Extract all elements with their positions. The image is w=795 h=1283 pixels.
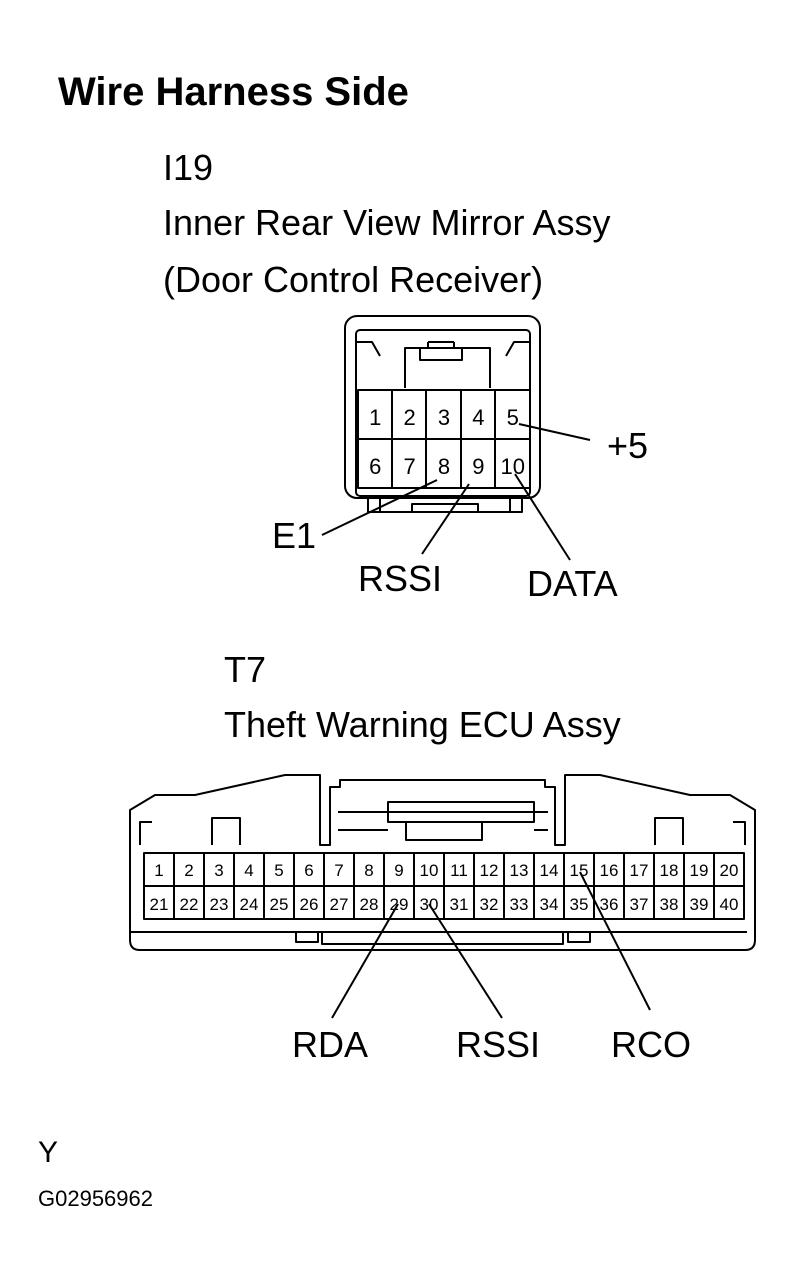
i19-callout-plus5: +5 [607,425,649,466]
t7-pin-grid [143,852,745,920]
t7-pin-18: 18 [660,861,679,880]
t7-pin-26: 26 [300,895,319,914]
i19-pin-grid [357,389,531,489]
t7-callout-rda: RDA [292,1024,369,1065]
i19-pin-3: 3 [438,405,450,430]
t7-callout-rco: RCO [611,1024,691,1065]
i19-connector-subname: (Door Control Receiver) [163,259,544,300]
t7-callout-rssi: RSSI [456,1024,541,1065]
i19-callout-data: DATA [527,563,618,604]
t7-pin-28: 28 [360,895,379,914]
t7-pin-20: 20 [720,861,739,880]
t7-pin-40: 40 [720,895,739,914]
i19-leader-lines [321,423,591,561]
i19-connector-code: I19 [163,147,214,188]
t7-pin-29: 29 [390,895,409,914]
t7-pin-2: 2 [184,861,193,880]
t7-pin-19: 19 [690,861,709,880]
t7-pin-23: 23 [210,895,229,914]
t7-pin-14: 14 [540,861,559,880]
t7-pin-33: 33 [510,895,529,914]
t7-pin-32: 32 [480,895,499,914]
t7-pin-34: 34 [540,895,559,914]
t7-pin-3: 3 [214,861,223,880]
t7-pin-1: 1 [154,861,163,880]
t7-pin-25: 25 [270,895,289,914]
t7-pin-39: 39 [690,895,709,914]
footer-letter: Y [38,1136,59,1169]
t7-pin-38: 38 [660,895,679,914]
i19-pin-1: 1 [369,405,381,430]
t7-pin-17: 17 [630,861,649,880]
t7-connector-name: Theft Warning ECU Assy [224,704,621,745]
t7-pin-5: 5 [274,861,283,880]
t7-pin-11: 11 [450,861,468,880]
t7-connector-code: T7 [224,649,267,690]
t7-pin-13: 13 [510,861,529,880]
page-title: Wire Harness Side [58,70,409,114]
t7-pin-30: 30 [420,895,439,914]
t7-pin-21: 21 [150,895,169,914]
t7-pin-27: 27 [330,895,349,914]
t7-pin-12: 12 [480,861,499,880]
t7-pin-36: 36 [600,895,619,914]
i19-pin-8: 8 [438,454,450,479]
t7-pin-35: 35 [570,895,589,914]
t7-pin-24: 24 [240,895,259,914]
i19-pin-2: 2 [403,405,415,430]
i19-callout-rssi: RSSI [358,558,443,599]
t7-pin-4: 4 [244,861,253,880]
t7-connector-body [129,774,756,951]
t7-pin-16: 16 [600,861,619,880]
t7-pin-15: 15 [570,861,589,880]
figure-id: G02956962 [38,1186,153,1211]
t7-pin-7: 7 [334,861,343,880]
t7-pin-10: 10 [420,861,439,880]
t7-pin-8: 8 [364,861,373,880]
i19-callout-e1: E1 [272,515,317,556]
t7-pin-6: 6 [304,861,313,880]
t7-pin-22: 22 [180,895,199,914]
i19-pin-9: 9 [472,454,484,479]
i19-pin-7: 7 [403,454,415,479]
i19-pin-10: 10 [501,454,525,479]
i19-pin-6: 6 [369,454,381,479]
t7-pin-37: 37 [630,895,649,914]
i19-pin-4: 4 [472,405,484,430]
t7-leader-lines [331,871,651,1019]
i19-pin-5: 5 [507,405,519,430]
t7-pin-31: 31 [450,895,469,914]
t7-pin-9: 9 [394,861,403,880]
i19-connector-name: Inner Rear View Mirror Assy [163,202,611,243]
i19-connector-body [344,315,541,513]
